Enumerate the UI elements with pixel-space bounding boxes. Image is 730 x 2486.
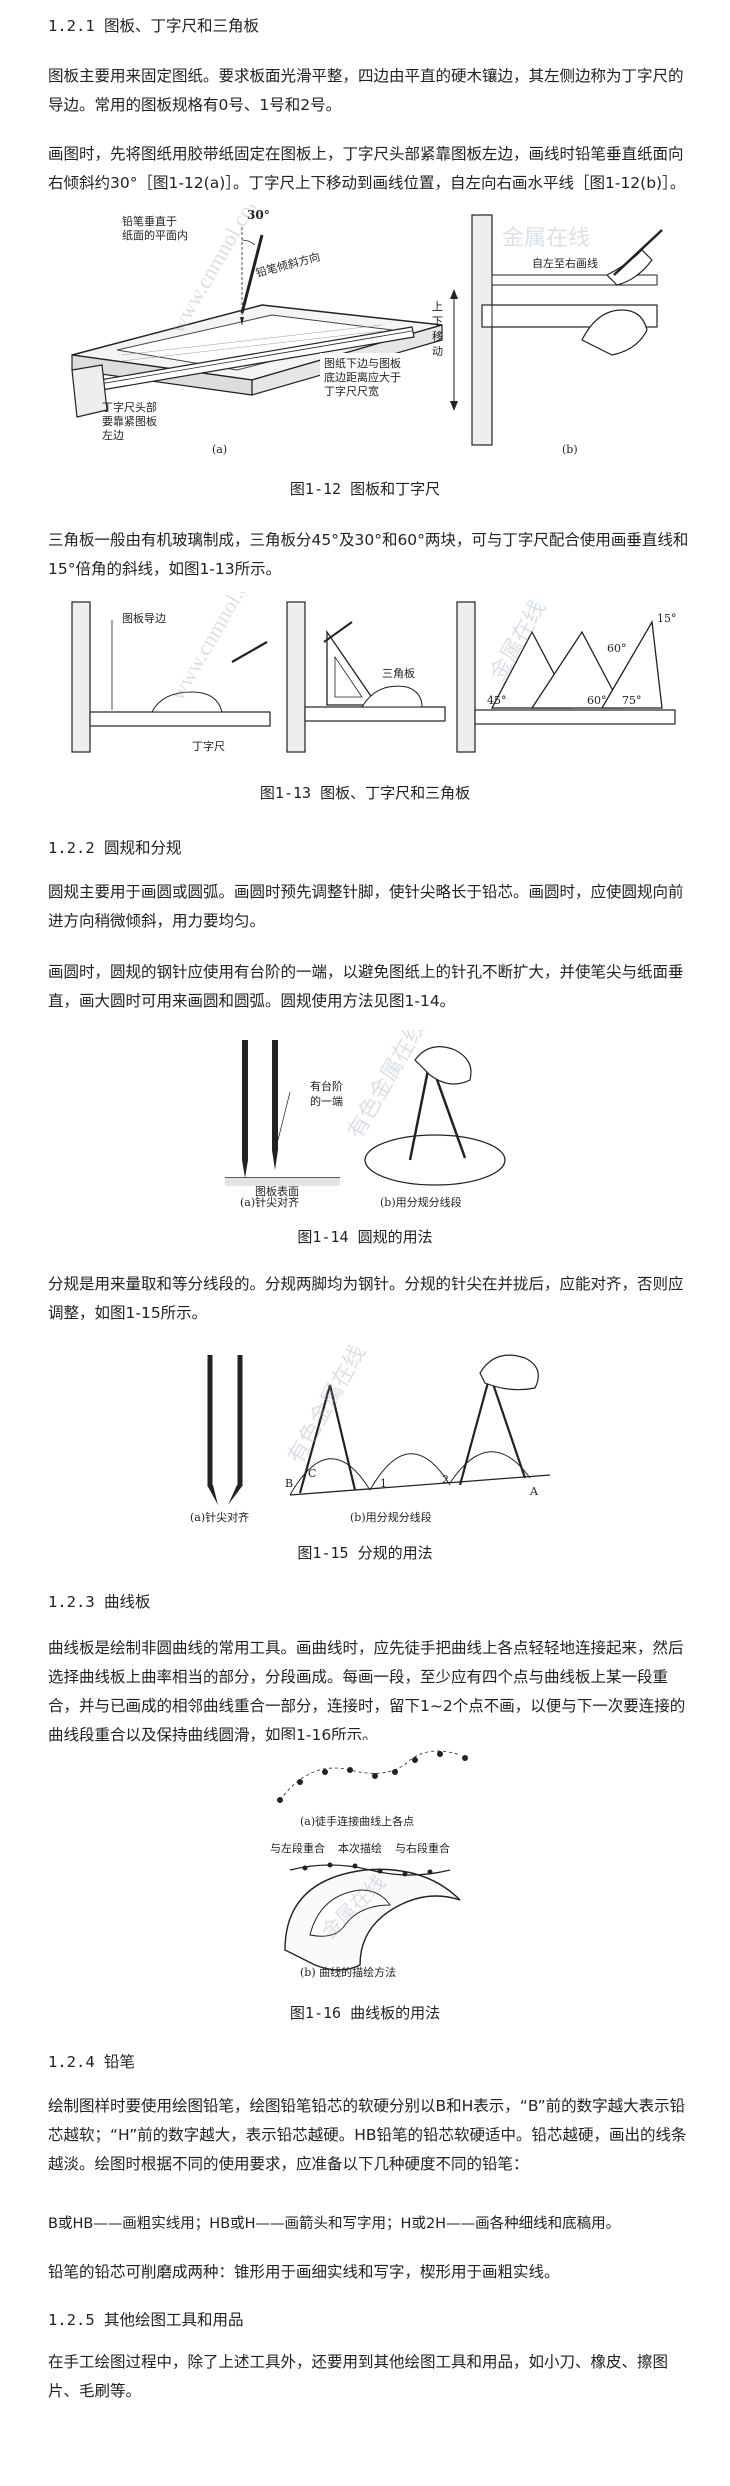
paragraph: 在手工绘图过程中，除了上述工具外，还要用到其他绘图工具和用品，如小刀、橡皮、擦图… xyxy=(48,2353,669,2400)
fig12-label: 铅笔垂直于 xyxy=(122,214,177,228)
fig16-label: 与左段重合 xyxy=(270,1841,325,1855)
section-heading-1-2-1: 1.2.1 图板、丁字尺和三角板 xyxy=(48,17,259,35)
fig15-label: C xyxy=(308,1467,316,1480)
paragraph: B或HB——画粗实线用；HB或H——画箭头和写字用；H或2H——画各种细线和底稿… xyxy=(48,2216,621,2232)
fig15-label: 2 xyxy=(442,1473,449,1486)
watermark: www.cnmnol.com xyxy=(165,592,267,705)
fig13-label: 丁字尺 xyxy=(192,739,225,753)
paragraph: 曲线板是绘制非圆曲线的常用工具。画曲线时，应先徒手把曲线上各点轻轻地连接起来，然… xyxy=(48,1639,686,1744)
t-square-horizontal-line-illustration xyxy=(450,214,663,446)
figure-caption: 图1-13 图板、丁字尺和三角板 xyxy=(259,784,471,802)
fig12-label: 图纸下边与图板 xyxy=(324,356,401,370)
paragraph: 画图时，先将图纸用胶带纸固定在图板上，丁字尺头部紧靠图板左边，画线时铅笔垂直纸面… xyxy=(48,145,686,192)
fig14-sub-b: (b)用分规分线段 xyxy=(380,1195,462,1209)
fig16-label: 与右段重合 xyxy=(395,1841,450,1855)
fig12-label: 动 xyxy=(432,345,443,358)
fig12-label: 丁字尺尺宽 xyxy=(324,384,379,398)
fig12-label: 下 xyxy=(432,315,443,328)
fig12-label: 纸面的平面内 xyxy=(122,228,188,242)
fig14-label: 图板表面 xyxy=(255,1184,299,1198)
figure-1-13-set-squares: 图板导边 丁字尺 三角板 45° 60° 75° 15° 60° www.cnm… xyxy=(62,592,682,762)
fig15-sub-a: (a)针尖对齐 xyxy=(190,1510,249,1524)
fig13-label: 15° xyxy=(657,612,677,625)
section-heading-1-2-2: 1.2.2 圆规和分规 xyxy=(48,839,182,857)
fig13-label: 60° xyxy=(587,694,607,707)
section-heading-1-2-5: 1.2.5 其他绘图工具和用品 xyxy=(48,2311,244,2329)
fig15-label: B xyxy=(285,1477,293,1490)
fig16-sub-b: (b) 曲线的描绘方法 xyxy=(300,1965,396,1979)
fig12-angle-label: 30° xyxy=(247,208,270,222)
figure-caption: 图1-12 图板和丁字尺 xyxy=(289,480,441,498)
figure-caption: 图1-14 圆规的用法 xyxy=(297,1228,433,1246)
fig15-label: A xyxy=(529,1485,539,1498)
paragraph: 铅笔的铅芯可削磨成两种：锥形用于画细实线和写字，楔形用于画粗实线。 xyxy=(48,2263,560,2281)
fig16-sub-a: (a)徒手连接曲线上各点 xyxy=(300,1814,414,1828)
section-heading-1-2-3: 1.2.3 曲线板 xyxy=(48,1593,151,1611)
figure-1-12-drawing-board: 铅笔垂直于 纸面的平面内 30° 铅笔倾斜方向 丁字尺头部 要靠紧图板 左边 图… xyxy=(62,205,664,460)
fig12-label: 要靠紧图板 xyxy=(102,414,157,428)
watermark: 有色金属在线 xyxy=(283,1345,371,1468)
figure-1-14-compass: 有台阶 的一端 图板表面 (a)针尖对齐 (b)用分规分线段 有色金属在线 xyxy=(220,1030,515,1210)
fig12-label: 上 xyxy=(432,300,443,313)
figure-caption: 图1-16 曲线板的用法 xyxy=(289,2004,441,2022)
fig13-label: 图板导边 xyxy=(122,611,166,625)
fig12-sub-a: (a) xyxy=(212,443,227,456)
fig14-label: 有台阶 xyxy=(310,1079,343,1093)
fig13-label: 60° xyxy=(607,642,627,655)
fig12-label: 移 xyxy=(432,330,443,343)
paragraph: 分规是用来量取和等分线段的。分规两脚均为钢针。分规的针尖在并拢后，应能对齐，否则… xyxy=(48,1275,684,1322)
fig12-label: 丁字尺头部 xyxy=(102,400,157,414)
fig14-sub-a: (a)针尖对齐 xyxy=(240,1195,299,1209)
watermark: 金属在线 xyxy=(502,225,590,250)
fig15-label: 1 xyxy=(380,1477,387,1490)
fig13-label: 75° xyxy=(622,694,642,707)
paragraph: 图板主要用来固定图纸。要求板面光滑平整，四边由平直的硬木镶边，其左侧边称为丁字尺… xyxy=(48,67,684,114)
fig13-label: 三角板 xyxy=(382,666,415,680)
figure-1-16-french-curve: (a)徒手连接曲线上各点 与左段重合 本次描绘 与右段重合 (b) 曲线的描绘方… xyxy=(270,1740,470,1985)
fig12-label: 铅笔倾斜方向 xyxy=(254,249,321,280)
paragraph: 圆规主要用于画圆或圆弧。画圆时预先调整针脚，使针尖略长于铅芯。画圆时，应使圆规向… xyxy=(48,883,684,930)
fig12-label: 底边距离应大于 xyxy=(324,370,401,384)
paragraph: 三角板一般由有机玻璃制成，三角板分45°及30°和60°两块，可与丁字尺配合使用… xyxy=(48,531,689,578)
paragraph: 画圆时，圆规的钢针应使用有台阶的一端，以避免图纸上的针孔不断扩大，并使笔尖与纸面… xyxy=(48,963,684,1010)
paragraph: 绘制图样时要使用绘图铅笔，绘图铅笔铅芯的软硬分别以B和H表示，“B”前的数字越大… xyxy=(48,2097,687,2173)
fig15-sub-b: (b)用分规分线段 xyxy=(350,1510,432,1524)
figure-caption: 图1-15 分规的用法 xyxy=(297,1544,433,1562)
fig12-sub-b: (b) xyxy=(562,443,578,456)
fig16-label: 本次描绘 xyxy=(338,1841,382,1855)
drawing-board-illustration xyxy=(71,225,443,418)
section-heading-1-2-4: 1.2.4 铅笔 xyxy=(48,2053,135,2071)
fig12-label: 左边 xyxy=(102,429,124,442)
fig14-label: 的一端 xyxy=(310,1094,343,1108)
figure-1-15-divider: B C 1 2 A (a)针尖对齐 (b)用分规分线段 有色金属在线 xyxy=(180,1345,565,1525)
fig12-label: 自左至右画线 xyxy=(532,256,598,270)
fig13-label: 45° xyxy=(487,694,507,707)
